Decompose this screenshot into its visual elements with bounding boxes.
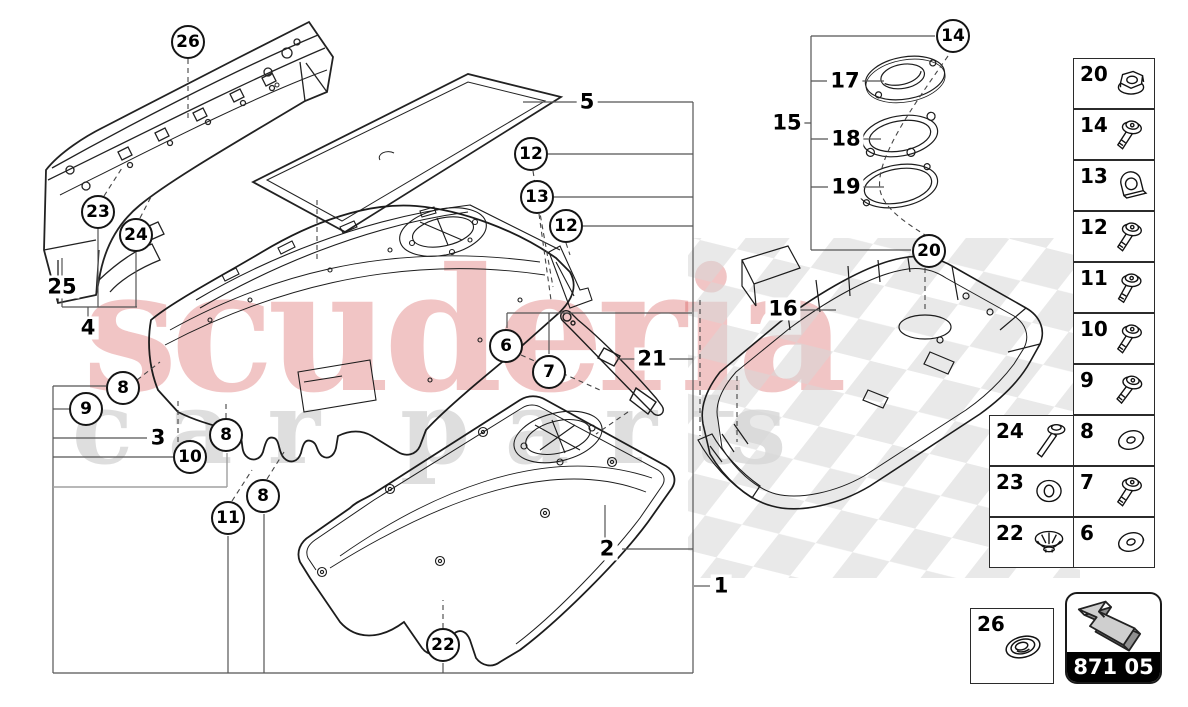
legend-part-number: 26 [977, 612, 1005, 636]
callout-label-4: 4 [77, 316, 99, 340]
callout-label-21: 21 [634, 347, 670, 371]
watermark-tagline-mid: p a r t [400, 369, 739, 487]
legend-cell-26[interactable]: 26 [970, 608, 1054, 684]
screw-icon [1116, 477, 1142, 507]
callout-label-1: 1 [710, 574, 732, 598]
legend-part-number: 8 [1080, 419, 1094, 443]
reference-lines [52, 35, 935, 674]
upper-tray-drawing [148, 204, 593, 463]
legend-cell-10[interactable]: 10 [1073, 313, 1155, 364]
legend-cell-23[interactable]: 23 [989, 466, 1074, 517]
callout-label-5: 5 [576, 90, 598, 114]
legend-part-number: 10 [1080, 317, 1108, 341]
washer-icon [1118, 531, 1145, 553]
callout-circle-14[interactable]: 14 [936, 19, 970, 53]
legend-cell-24[interactable]: 24 [989, 415, 1074, 466]
section-code-box[interactable]: 871 05 [1065, 592, 1162, 684]
callout-circle-13[interactable]: 13 [520, 180, 554, 214]
legend-cell-9[interactable]: 9 [1073, 364, 1155, 415]
legend-cell-11[interactable]: 11 [1073, 262, 1155, 313]
callout-circle-8-2[interactable]: 8 [209, 418, 243, 452]
section-arrow-icon [1077, 600, 1142, 652]
tab-washer-icon [1120, 171, 1148, 199]
legend-part-number: 13 [1080, 164, 1108, 188]
callout-circle-8-3[interactable]: 8 [246, 479, 280, 513]
callout-circle-10[interactable]: 10 [173, 440, 207, 474]
callout-label-2: 2 [596, 537, 618, 561]
legend-cell-6[interactable]: 6 [1073, 517, 1155, 568]
legend-cell-7[interactable]: 7 [1073, 466, 1155, 517]
callout-circle-23[interactable]: 23 [81, 195, 115, 229]
cross-member-drawing [43, 20, 334, 305]
screw-icon [1116, 222, 1142, 252]
lower-tray-drawing [297, 395, 676, 667]
stud-icon [1036, 423, 1066, 458]
legend-part-number: 12 [1080, 215, 1108, 239]
callout-circle-6[interactable]: 6 [489, 329, 523, 363]
callout-label-19: 19 [828, 175, 864, 199]
screw-icon [1116, 324, 1142, 354]
callout-circle-7[interactable]: 7 [532, 355, 566, 389]
legend-cell-13[interactable]: 13 [1073, 160, 1155, 211]
callout-label-16: 16 [765, 297, 801, 321]
gray-connector-line [53, 453, 228, 488]
callout-circle-12-2[interactable]: 12 [549, 209, 583, 243]
screw-icon [1116, 120, 1142, 150]
legend-part-number: 24 [996, 419, 1024, 443]
callout-circle-24[interactable]: 24 [119, 218, 153, 252]
legend-cell-12[interactable]: 12 [1073, 211, 1155, 262]
callout-label-17: 17 [827, 69, 863, 93]
legend-part-number: 6 [1080, 521, 1094, 545]
callout-label-25: 25 [44, 275, 80, 299]
strap-drawing [560, 310, 664, 416]
callout-label-18: 18 [828, 127, 864, 151]
flange-nut-icon [1117, 70, 1145, 95]
callout-circle-11[interactable]: 11 [211, 501, 245, 535]
cover-plate-stack-drawing [857, 55, 946, 209]
legend-part-number: 9 [1080, 368, 1094, 392]
legend-cell-20[interactable]: 20 [1073, 58, 1155, 109]
section-code-label: 871 05 [1067, 652, 1160, 682]
callout-circle-22[interactable]: 22 [426, 628, 460, 662]
cover-panel-drawing [251, 73, 564, 234]
callout-circle-8-1[interactable]: 8 [106, 371, 140, 405]
legend-part-number: 11 [1080, 266, 1108, 290]
callout-circle-20[interactable]: 20 [912, 234, 946, 268]
legend-part-number: 14 [1080, 113, 1108, 137]
push-clip-icon [1034, 530, 1064, 553]
body-tub-drawing [697, 245, 1044, 510]
screw-icon [1116, 375, 1143, 405]
callout-label-15: 15 [769, 111, 805, 135]
cap-icon [1005, 635, 1041, 659]
legend-part-number: 23 [996, 470, 1024, 494]
callout-circle-9[interactable]: 9 [69, 392, 103, 426]
legend-part-number: 22 [996, 521, 1024, 545]
legend-part-number: 7 [1080, 470, 1094, 494]
legend-cell-14[interactable]: 14 [1073, 109, 1155, 160]
screw-icon [1117, 273, 1142, 304]
callout-label-3: 3 [147, 426, 169, 450]
legend-part-number: 20 [1080, 62, 1108, 86]
dashed-leader-lines [103, 55, 949, 628]
grommet-icon [1036, 479, 1062, 503]
callout-circle-12-1[interactable]: 12 [514, 137, 548, 171]
callout-circle-26[interactable]: 26 [171, 25, 205, 59]
washer-icon [1118, 429, 1145, 451]
legend-cell-22[interactable]: 22 [989, 517, 1074, 568]
legend-cell-8[interactable]: 8 [1073, 415, 1155, 466]
